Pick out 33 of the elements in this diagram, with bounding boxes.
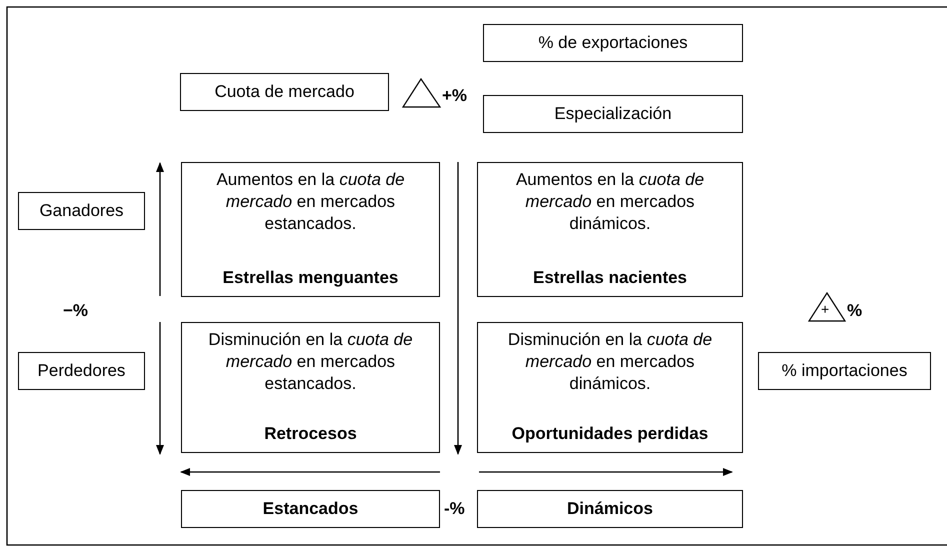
- quadrant-box: [181, 322, 440, 453]
- row-label-box: [18, 352, 145, 390]
- heading-box: [483, 24, 743, 62]
- heading-box: [180, 73, 389, 111]
- box-label: Cuota de mercado: [214, 82, 354, 102]
- box-label: % importaciones: [782, 361, 908, 381]
- box-label: Estancados: [262, 499, 358, 519]
- box-label: Ganadores: [39, 201, 124, 221]
- description-text: Aumentos en la cuota de mercado en mercados dinámicos.: [514, 169, 706, 235]
- box-label: Especialización: [554, 104, 672, 124]
- percent-label: -%: [444, 499, 465, 519]
- category-title: Retrocesos: [264, 424, 357, 444]
- quadrant-box: [477, 162, 743, 297]
- box-label: Dinámicos: [567, 499, 653, 519]
- quadrant-box: [477, 322, 743, 453]
- percent-label: %: [847, 301, 862, 321]
- heading-box: [758, 352, 931, 390]
- description-text: Disminución en la cuota de mercado en mercados estancados.: [207, 329, 414, 395]
- quadrant-box: [181, 162, 440, 297]
- category-title: Estrellas nacientes: [532, 268, 688, 288]
- box-label: Perdedores: [38, 361, 126, 381]
- percent-label: −%: [63, 301, 88, 321]
- row-label-box: [18, 192, 145, 230]
- description-text: Disminución en la cuota de mercado en mercados dinámicos.: [506, 329, 714, 395]
- box-label: % de exportaciones: [538, 33, 688, 53]
- category-title: Oportunidades perdidas: [512, 424, 708, 444]
- percent-label: +: [821, 301, 830, 317]
- percent-label: +%: [442, 86, 468, 106]
- column-label-box: [181, 490, 440, 528]
- category-title: Estrellas menguantes: [222, 268, 398, 288]
- heading-box: [483, 95, 743, 133]
- description-text: Aumentos en la cuota de mercado en mercados estancados.: [215, 169, 406, 235]
- column-label-box: [477, 490, 743, 528]
